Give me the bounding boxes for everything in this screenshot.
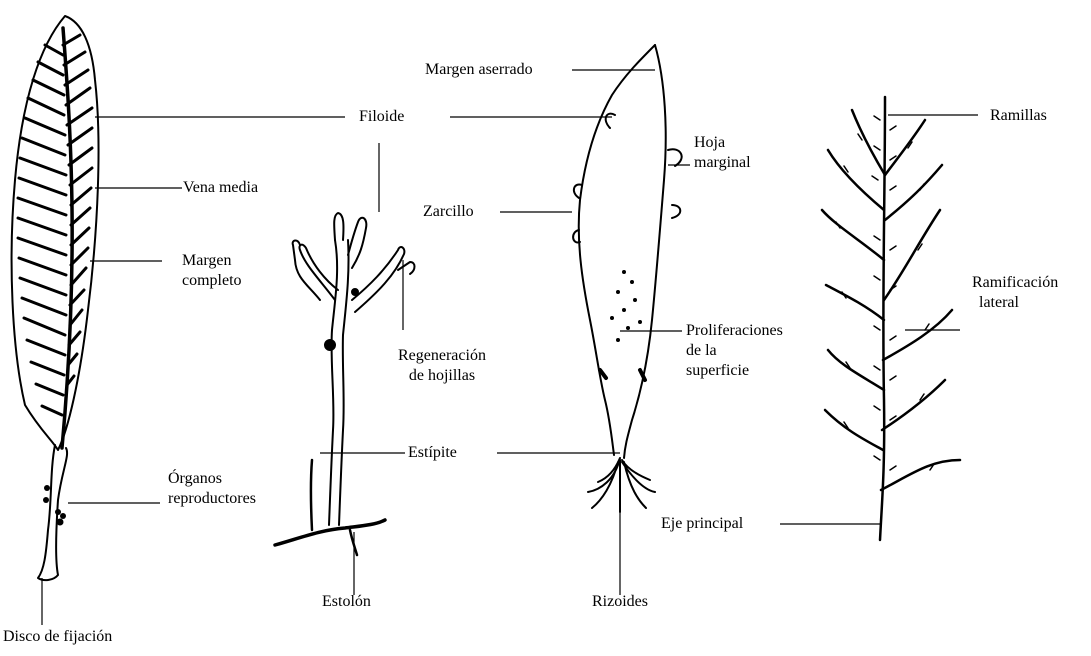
label-disco-fijacion: Disco de fijación <box>3 627 112 647</box>
label-ramillas: Ramillas <box>990 106 1047 126</box>
label-vena-media: Vena media <box>183 178 258 198</box>
plant-1-frond <box>12 16 99 580</box>
leader-lines <box>42 70 978 625</box>
label-margen-aserrado: Margen aserrado <box>425 60 533 80</box>
label-rizoides: Rizoides <box>592 592 648 612</box>
plant-4-feathery <box>822 97 960 540</box>
plant-3-serrated <box>573 45 682 512</box>
label-zarcillo: Zarcillo <box>423 202 474 222</box>
label-estipite: Estípite <box>408 443 457 463</box>
label-eje-principal: Eje principal <box>661 514 743 534</box>
label-estolon: Estolón <box>322 592 371 612</box>
label-filoide: Filoide <box>359 107 404 127</box>
plant-2-branching <box>275 213 415 555</box>
